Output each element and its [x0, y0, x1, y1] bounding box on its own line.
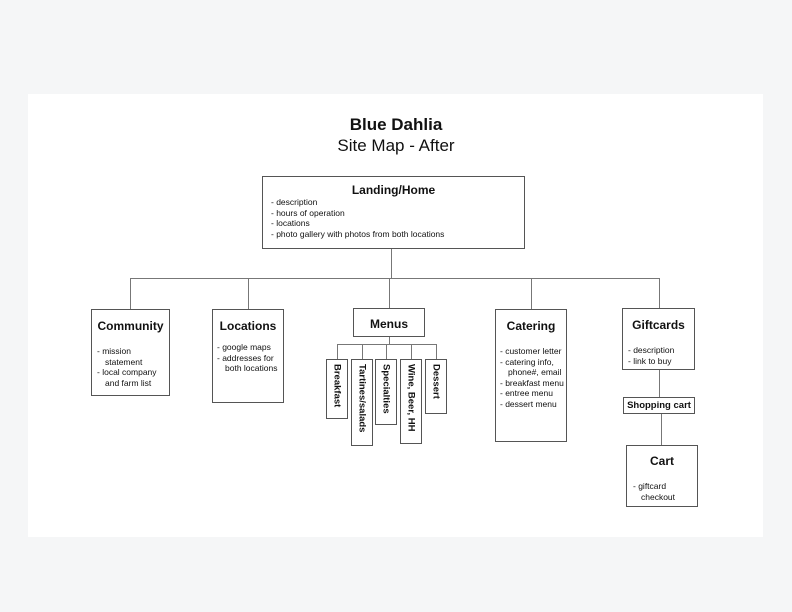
list-item: breakfast menu: [500, 378, 566, 389]
connector: [130, 278, 131, 309]
node-title: Menus: [369, 317, 408, 331]
list-item: customer letter: [500, 346, 566, 357]
list-item: catering info, phone#, email: [500, 357, 566, 378]
node-shopping-cart: Shopping cart: [623, 397, 695, 414]
diagram-title: Blue Dahlia: [349, 115, 443, 134]
list-item: hours of operation: [271, 208, 519, 219]
submenu-label: Tartines/salads: [356, 364, 368, 433]
node-title: Cart: [649, 454, 674, 468]
node-title: Community: [97, 319, 164, 333]
submenu-dessert: Dessert: [425, 359, 447, 414]
connector: [659, 278, 660, 308]
node-title: Landing/Home: [351, 183, 436, 197]
connector: [531, 278, 532, 309]
connector: [337, 344, 338, 359]
node-title: Giftcards: [632, 318, 685, 332]
node-items: mission statement local company and farm…: [97, 346, 167, 388]
node-title: Catering: [506, 319, 556, 333]
node-title: Locations: [219, 319, 277, 333]
list-item: link to buy: [628, 356, 694, 367]
list-item: local company and farm list: [97, 367, 167, 388]
submenu-label: Wine, Beer, HH: [405, 364, 417, 432]
list-item: locations: [271, 218, 519, 229]
list-item: photo gallery with photos from both loca…: [271, 229, 519, 240]
connector: [411, 344, 412, 359]
list-item: google maps: [217, 342, 283, 353]
connector: [389, 336, 390, 345]
connector: [337, 344, 437, 345]
submenu-breakfast: Breakfast: [326, 359, 348, 419]
list-item: dessert menu: [500, 399, 566, 410]
node-community: Community mission statement local compan…: [91, 309, 170, 396]
node-menus: Menus: [353, 308, 425, 337]
connector: [659, 369, 660, 397]
connector: [661, 414, 662, 445]
submenu-label: Breakfast: [331, 364, 343, 408]
connector: [386, 344, 387, 359]
list-item: mission statement: [97, 346, 167, 367]
list-item: addresses for both locations: [217, 353, 283, 374]
node-items: google maps addresses for both locations: [217, 342, 283, 374]
node-giftcards: Giftcards description link to buy: [622, 308, 695, 370]
connector: [391, 249, 392, 279]
node-items: description link to buy: [628, 345, 694, 366]
list-item: entree menu: [500, 388, 566, 399]
node-items: description hours of operation locations…: [271, 197, 519, 239]
connector: [362, 344, 363, 359]
submenu-label: Specialties: [380, 364, 392, 414]
submenu-label: Dessert: [430, 364, 442, 399]
node-landing-home: Landing/Home description hours of operat…: [262, 176, 525, 249]
node-locations: Locations google maps addresses for both…: [212, 309, 284, 403]
list-item: giftcard checkout: [633, 481, 695, 502]
submenu-specialties: Specialties: [375, 359, 397, 425]
connector: [389, 278, 390, 308]
diagram-subtitle: Site Map - After: [337, 136, 455, 155]
connector: [436, 344, 437, 359]
node-items: customer letter catering info, phone#, e…: [500, 346, 566, 410]
submenu-wine-beer-hh: Wine, Beer, HH: [400, 359, 422, 444]
submenu-tartines-salads: Tartines/salads: [351, 359, 373, 446]
node-items: giftcard checkout: [633, 481, 695, 502]
list-item: description: [628, 345, 694, 356]
node-title: Shopping cart: [627, 400, 691, 411]
node-cart: Cart giftcard checkout: [626, 445, 698, 507]
node-catering: Catering customer letter catering info, …: [495, 309, 567, 442]
list-item: description: [271, 197, 519, 208]
connector: [248, 278, 249, 309]
connector: [130, 278, 660, 279]
